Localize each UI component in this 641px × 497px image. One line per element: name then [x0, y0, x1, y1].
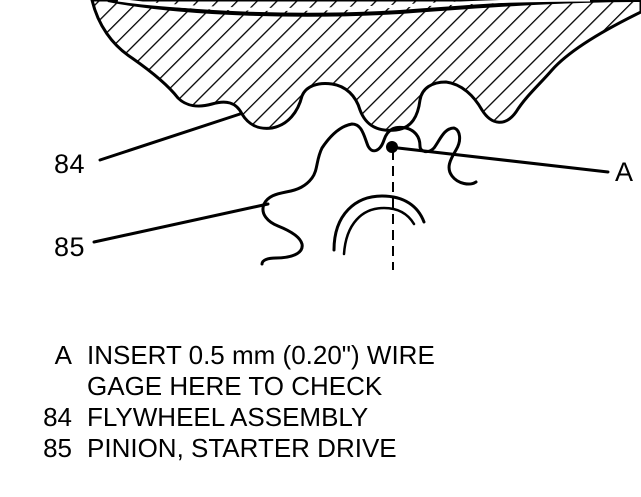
legend-text: FLYWHEEL ASSEMBLY [87, 402, 369, 432]
leader-line-85 [92, 202, 270, 244]
flywheel-pinion-diagram [90, 0, 641, 270]
legend-row-85: 85 PINION, STARTER DRIVE [0, 433, 641, 464]
callout-85: 85 [54, 232, 86, 262]
callout-a: A [615, 157, 634, 187]
starter-pinion [260, 122, 478, 266]
legend: A INSERT 0.5 mm (0.20") WIRE GAGE HERE T… [0, 340, 641, 464]
flywheel-assembly [90, 0, 641, 132]
legend-row-a-continued: GAGE HERE TO CHECK [0, 371, 641, 402]
legend-row-84: 84 FLYWHEEL ASSEMBLY [0, 402, 641, 433]
legend-key: 84 [43, 402, 72, 432]
legend-text: PINION, STARTER DRIVE [87, 433, 397, 463]
leader-line-a [396, 146, 610, 174]
gage-point-marker [386, 141, 398, 153]
legend-key: A [54, 340, 72, 370]
legend-row-a: A INSERT 0.5 mm (0.20") WIRE [0, 340, 641, 371]
callout-84: 84 [54, 149, 86, 179]
legend-text: INSERT 0.5 mm (0.20") WIRE [87, 340, 435, 370]
leader-line-84 [98, 112, 242, 162]
legend-key: 85 [43, 433, 72, 463]
legend-text: GAGE HERE TO CHECK [87, 371, 383, 401]
